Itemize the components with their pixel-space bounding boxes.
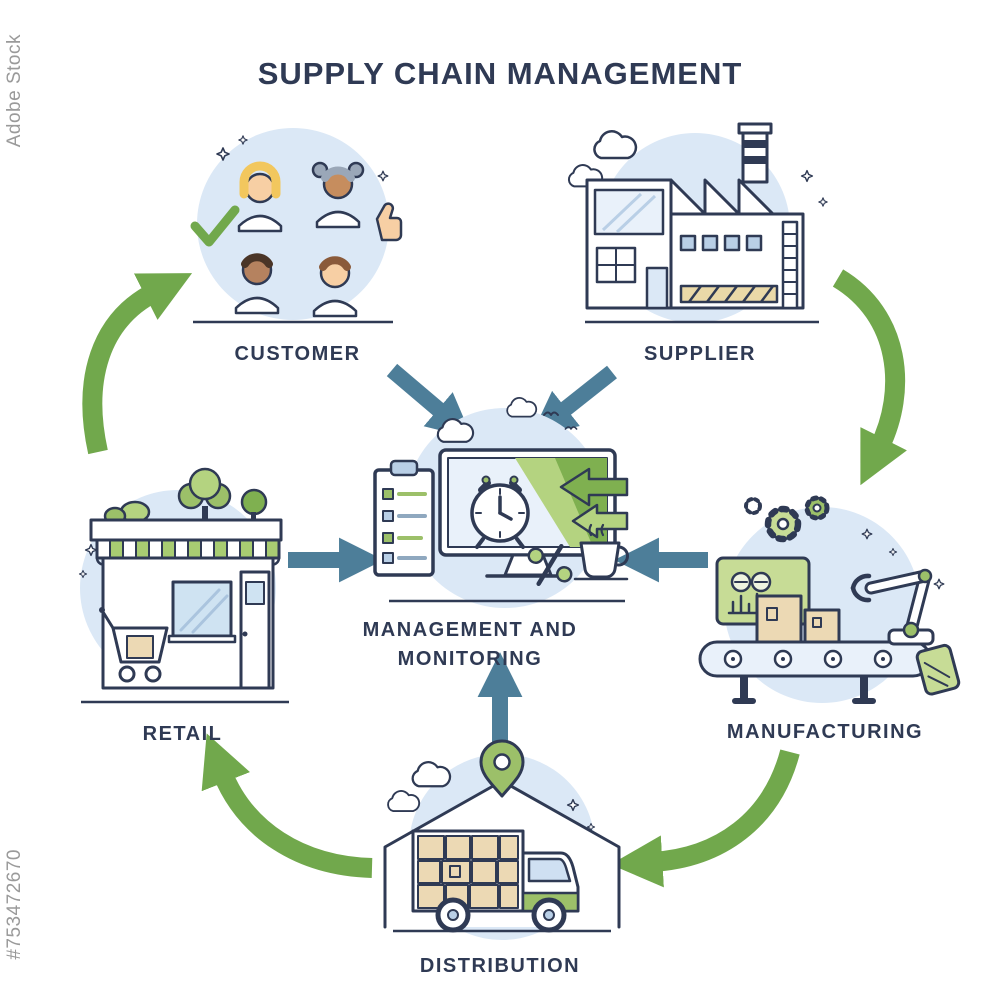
watermark-asset-id: #753472670: [4, 849, 25, 960]
supplier-illustration: [555, 118, 845, 333]
percent-icon: [527, 543, 573, 587]
management-label-line2: MONITORING: [397, 648, 543, 670]
cloud-icon: [593, 130, 638, 160]
watermark-brand: Adobe Stock: [4, 34, 25, 148]
arrow-customer-to-center: [386, 363, 473, 439]
outer-cycle-arrows: [82, 269, 907, 888]
sparkle-icon: [818, 197, 828, 207]
management-label: MANAGEMENT AND MONITORING: [330, 616, 610, 674]
customer-label: CUSTOMER: [234, 343, 361, 365]
bird-icon: [564, 426, 578, 430]
left-arrow-icon: [571, 503, 629, 539]
cloud-icon: [411, 761, 452, 788]
manufacturing-label: MANUFACTURING: [726, 721, 924, 743]
retail-label: RETAIL: [142, 723, 223, 745]
robot-arm-icon: [850, 568, 935, 646]
retail-illustration: [55, 450, 315, 720]
arrow-retail-to-customer: [82, 273, 193, 455]
sparkle-icon: [800, 169, 814, 183]
arrow-manufacturing-to-distribution: [610, 749, 800, 888]
distribution-label: DISTRIBUTION: [419, 955, 581, 977]
alarm-clock-icon: [470, 475, 530, 549]
gear-icon: [744, 495, 830, 543]
delivery-truck-warehouse-icon: [383, 739, 621, 933]
clipboard-icon: [373, 459, 435, 577]
conveyor-robot-arm-icon: [698, 495, 961, 704]
distribution-illustration: [365, 735, 635, 945]
arrow-supplier-to-center: [530, 365, 617, 437]
factory-icon: [567, 122, 828, 310]
sparkle-icon: [377, 170, 389, 182]
arrow-supplier-to-manufacturing: [832, 269, 907, 486]
management-illustration: [355, 395, 645, 610]
cloud-icon: [387, 790, 421, 812]
cloud-icon: [506, 397, 538, 418]
manufacturing-illustration: [685, 490, 965, 725]
shopping-cart-icon: [99, 607, 169, 683]
customer-group-icon: [190, 135, 403, 318]
monitor-clock-checklist-icon: [373, 397, 629, 587]
thumbs-up-icon: [375, 202, 403, 242]
bird-icon: [543, 411, 559, 416]
left-arrow-icon: [559, 467, 629, 507]
storefront-icon: [78, 467, 283, 690]
customer-illustration: [185, 118, 410, 330]
to-center-arrows: [288, 363, 708, 742]
arrow-distribution-to-retail: [201, 733, 373, 878]
management-label-line1: MANAGEMENT AND: [362, 619, 578, 641]
diagram-title: SUPPLY CHAIN MANAGEMENT: [257, 56, 743, 91]
supplier-label: SUPPLIER: [643, 343, 757, 365]
checkmark-icon: [190, 205, 240, 247]
sparkle-icon: [933, 578, 945, 590]
